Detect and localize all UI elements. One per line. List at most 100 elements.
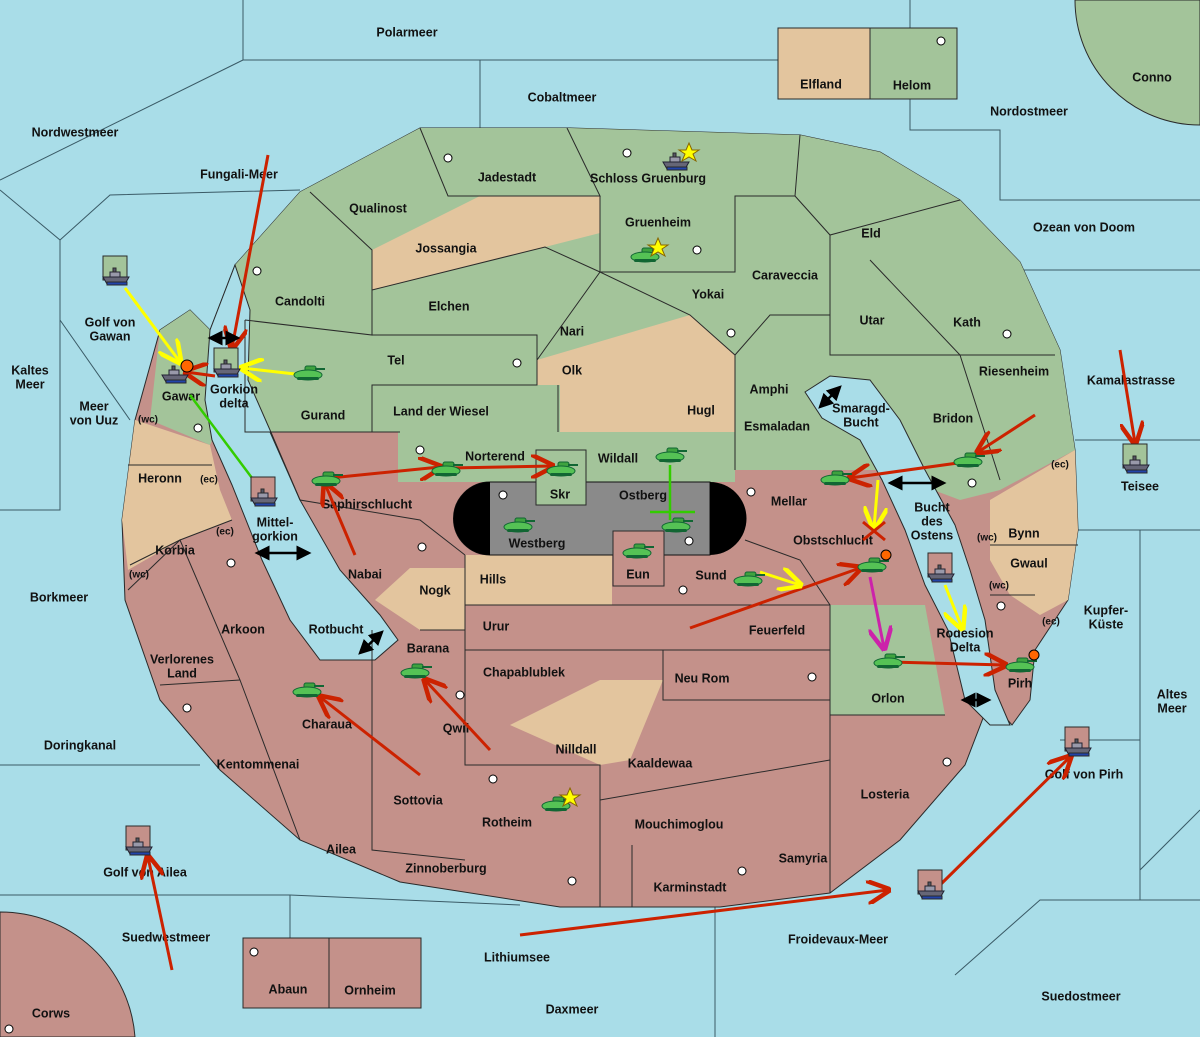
- region-label: Losteria: [861, 787, 911, 801]
- region-label: Delta: [950, 640, 982, 654]
- star-icon: [558, 786, 582, 808]
- region-label: Jossangia: [415, 241, 477, 255]
- region-label: Rodesion: [937, 626, 994, 640]
- region-label: Tel: [387, 353, 404, 367]
- region-label: Fungali-Meer: [200, 167, 278, 181]
- region-label: Nari: [560, 324, 584, 338]
- region-label: Samyria: [779, 851, 829, 865]
- region-label: Olk: [562, 363, 582, 377]
- region-label: Conno: [1132, 70, 1172, 84]
- coast-label: (ec): [216, 527, 234, 538]
- region-label: Obstschlucht: [793, 533, 874, 547]
- markers: [180, 141, 1040, 808]
- region-label: Meer: [15, 377, 44, 391]
- region-label: Neu Rom: [675, 671, 730, 685]
- region-label: Polarmeer: [376, 25, 437, 39]
- neutral-territories: [122, 196, 1078, 765]
- region-label: Gurand: [301, 408, 345, 422]
- coast-label: (wc): [989, 581, 1009, 592]
- region-label: Mittel-: [257, 515, 294, 529]
- region-label: Land: [167, 666, 197, 680]
- region-label: Skr: [550, 487, 570, 501]
- region-label: Ornheim: [344, 983, 395, 997]
- region-label: Orlon: [871, 691, 904, 705]
- region-label: Bridon: [933, 411, 973, 425]
- region-label: Esmaladan: [744, 419, 810, 433]
- region-label: Barana: [407, 641, 450, 655]
- region-label: Nogk: [419, 583, 450, 597]
- region-label: Hills: [480, 572, 506, 586]
- region-label: Elchen: [429, 299, 470, 313]
- region-label: Rotbucht: [309, 622, 365, 636]
- region-label: Mellar: [771, 494, 807, 508]
- region-label: Altes: [1157, 687, 1188, 701]
- region-label: Karminstadt: [654, 880, 728, 894]
- region-label: Utar: [859, 313, 884, 327]
- region-labels: Polarmeer Cobaltmeer Elfland Helom Conno…: [11, 25, 1187, 1020]
- region-label: Westberg: [509, 536, 566, 550]
- star-icon: [646, 236, 670, 258]
- region-label: Ostens: [911, 528, 953, 542]
- coast-label: (ec): [200, 475, 218, 486]
- explosion-icon: [180, 359, 194, 373]
- star-icon: [677, 141, 701, 163]
- region-label: Candolti: [275, 294, 325, 308]
- region-label: Norterend: [465, 449, 525, 463]
- region-label: Ozean von Doom: [1033, 220, 1135, 234]
- coast-label: (wc): [138, 415, 158, 426]
- region-label: Mouchimoglou: [635, 817, 724, 831]
- region-label: Kupfer-: [1084, 603, 1128, 617]
- region-label: Bucht: [914, 500, 950, 514]
- supply-centers: [4, 36, 1012, 1034]
- region-label: Lithiumsee: [484, 950, 550, 964]
- region-label: Riesenheim: [979, 364, 1049, 378]
- region-label: Teisee: [1121, 479, 1159, 493]
- region-label: Gawan: [90, 329, 131, 343]
- region-label: Cobaltmeer: [528, 90, 597, 104]
- region-label: Heronn: [138, 471, 182, 485]
- region-label: Doringkanal: [44, 738, 116, 752]
- region-label: Daxmeer: [546, 1002, 599, 1016]
- region-label: Kamalastrasse: [1087, 373, 1175, 387]
- region-label: Korbia: [155, 543, 196, 557]
- region-label: Pirh: [1008, 676, 1032, 690]
- region-label: Elfland: [800, 77, 842, 91]
- region-label: Helom: [893, 78, 931, 92]
- region-corws: [0, 911, 136, 1037]
- region-label: Corws: [32, 1006, 70, 1020]
- region-label: Arkoon: [221, 622, 265, 636]
- region-label: Nabai: [348, 567, 382, 581]
- region-label: Nordwestmeer: [32, 125, 119, 139]
- region-label: Gorkion: [210, 382, 258, 396]
- region-label: Yokai: [692, 287, 724, 301]
- region-label: Amphi: [750, 382, 789, 396]
- explosion-icon: [880, 549, 892, 561]
- region-label: Ailea: [326, 842, 357, 856]
- region-label: Smaragd-: [832, 401, 890, 415]
- region-label: Froidevaux-Meer: [788, 932, 888, 946]
- region-label: Eun: [626, 567, 650, 581]
- region-borders: [127, 127, 1078, 907]
- region-label: Gwaul: [1010, 556, 1048, 570]
- explosion-icon: [1028, 649, 1040, 661]
- region-label: Küste: [1089, 617, 1124, 631]
- coast-label: (ec): [1042, 617, 1060, 628]
- coast-label: (wc): [977, 533, 997, 544]
- region-label: Jadestadt: [478, 170, 537, 184]
- region-label: Land der Wiesel: [393, 404, 489, 418]
- region-label: Caraveccia: [752, 268, 819, 282]
- region-label: Golf von: [85, 315, 136, 329]
- region-label: Schloss Gruenburg: [590, 171, 706, 185]
- region-label: Chapablublek: [483, 665, 565, 679]
- convoy-orders: [188, 394, 695, 520]
- region-ornheim: [328, 937, 422, 1009]
- supply-center-icon: [4, 36, 1012, 1034]
- adjacency-arrows: [207, 330, 992, 708]
- coast-label: (wc): [129, 570, 149, 581]
- region-label: Bucht: [843, 415, 879, 429]
- region-label: Verlorenes: [150, 652, 214, 666]
- move-orders: [148, 154, 1135, 971]
- region-label: Nilldall: [556, 742, 597, 756]
- region-label: Suedostmeer: [1041, 989, 1120, 1003]
